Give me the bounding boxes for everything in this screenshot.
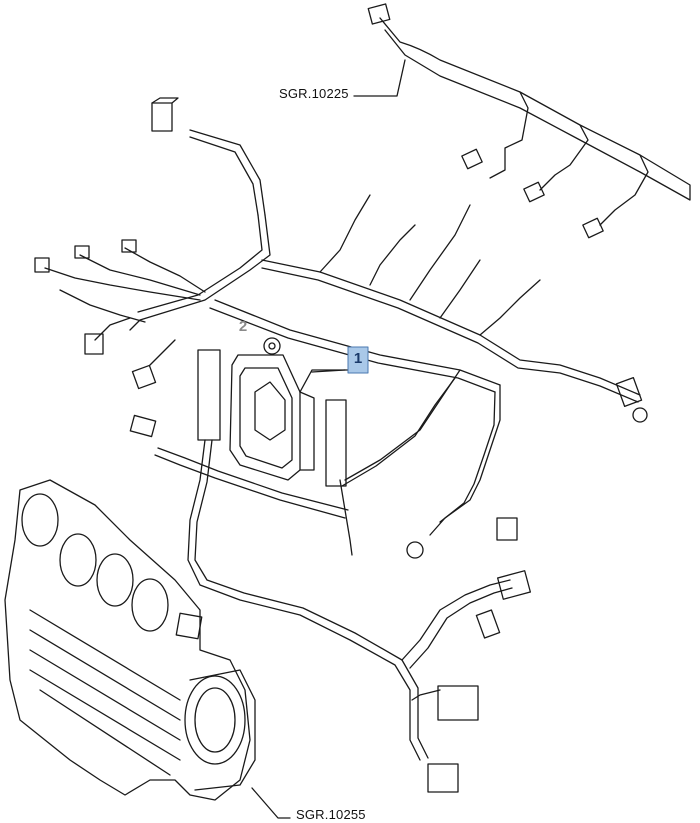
callout-1[interactable]: 1 [353, 350, 363, 367]
callout-2[interactable]: 2 [238, 318, 248, 335]
nut-part [263, 337, 281, 355]
connectors [34, 3, 648, 793]
lower-cable-loop [187, 439, 513, 761]
callout-1-highlight [347, 346, 369, 374]
main-harness [129, 17, 691, 536]
manifold-ref-label: SGR.10255 [296, 807, 366, 822]
harness-ref-label: SGR.10225 [279, 86, 349, 101]
intake-manifold [4, 479, 256, 801]
leader-lines [251, 59, 406, 819]
left-branch-wires [44, 247, 349, 519]
